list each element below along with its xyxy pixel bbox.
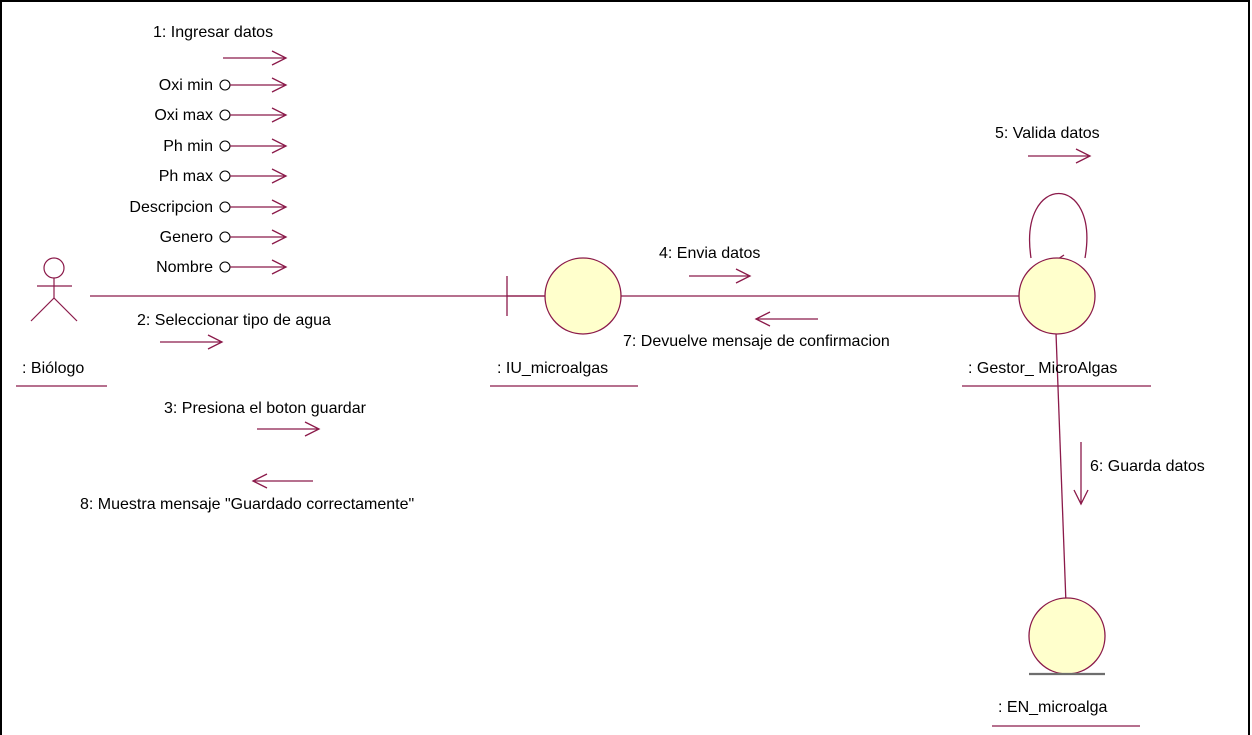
data-flow-descripcion: Descripcion — [129, 199, 288, 216]
data-flow-nombre: Nombre — [156, 259, 288, 276]
entity-object[interactable]: : EN_microalga — [992, 597, 1140, 727]
message-1-label: 1: Ingresar datos — [153, 24, 273, 41]
message-7-label: 7: Devuelve mensaje de confirmacion — [623, 333, 890, 350]
actor-biologo[interactable]: : Biólogo — [16, 257, 107, 387]
data-flow-circle-icon — [219, 170, 231, 182]
actor-left-leg — [30, 297, 55, 322]
actor-head — [43, 257, 65, 279]
data-flow-ph-min: Ph min — [163, 138, 288, 155]
data-flow-label: Oxi min — [159, 77, 213, 94]
data-flow-label: Descripcion — [129, 199, 213, 216]
data-flow-circle-icon — [219, 261, 231, 273]
message-2-label: 2: Seleccionar tipo de agua — [137, 312, 331, 329]
message-2-arrow — [160, 334, 224, 350]
data-flow-label: Ph max — [159, 168, 213, 185]
data-flow-oxi-max: Oxi max — [154, 107, 288, 124]
data-flow-label: Ph min — [163, 138, 213, 155]
message-3-label: 3: Presiona el boton guardar — [164, 400, 367, 417]
data-flow-circle-icon — [219, 231, 231, 243]
control-object[interactable]: : Gestor_ MicroAlgas — [962, 257, 1151, 387]
data-flow-circle-icon — [219, 79, 231, 91]
data-flow-ph-max: Ph max — [159, 168, 288, 185]
message-7-arrow — [754, 311, 818, 327]
data-flow-circle-icon — [219, 201, 231, 213]
message-6-label: 6: Guarda datos — [1090, 458, 1205, 475]
data-flow-genero: Genero — [160, 229, 288, 246]
control-circle — [1018, 257, 1096, 335]
message-4-arrow — [689, 268, 752, 284]
entity-label: : EN_microalga — [998, 699, 1107, 716]
message-5-label: 5: Valida datos — [995, 125, 1100, 142]
data-flow-label: Oxi max — [154, 107, 213, 124]
message-8-arrow — [251, 473, 313, 489]
self-link-control — [1029, 193, 1088, 259]
link-control-entity — [1055, 332, 1067, 605]
data-flow-circle-icon — [219, 109, 231, 121]
boundary-circle — [544, 257, 622, 335]
boundary-object[interactable]: : IU_microalgas — [490, 257, 638, 387]
message-8-label: 8: Muestra mensaje "Guardado correctamen… — [80, 496, 414, 513]
actor-label: : Biólogo — [22, 360, 84, 377]
message-5-arrow — [1028, 148, 1092, 164]
entity-circle — [1028, 597, 1106, 675]
message-3-arrow — [257, 421, 321, 437]
data-flow-label: Genero — [160, 229, 213, 246]
data-flow-circle-icon — [219, 140, 231, 152]
message-4-label: 4: Envia datos — [659, 245, 760, 262]
data-flow-label: Nombre — [156, 259, 213, 276]
actor-right-leg — [53, 297, 78, 322]
boundary-label: : IU_microalgas — [497, 360, 608, 377]
message-6-arrow — [1073, 442, 1089, 506]
message-1-arrow — [223, 50, 288, 66]
data-flow-oxi-min: Oxi min — [159, 77, 288, 94]
control-label: : Gestor_ MicroAlgas — [968, 360, 1117, 377]
